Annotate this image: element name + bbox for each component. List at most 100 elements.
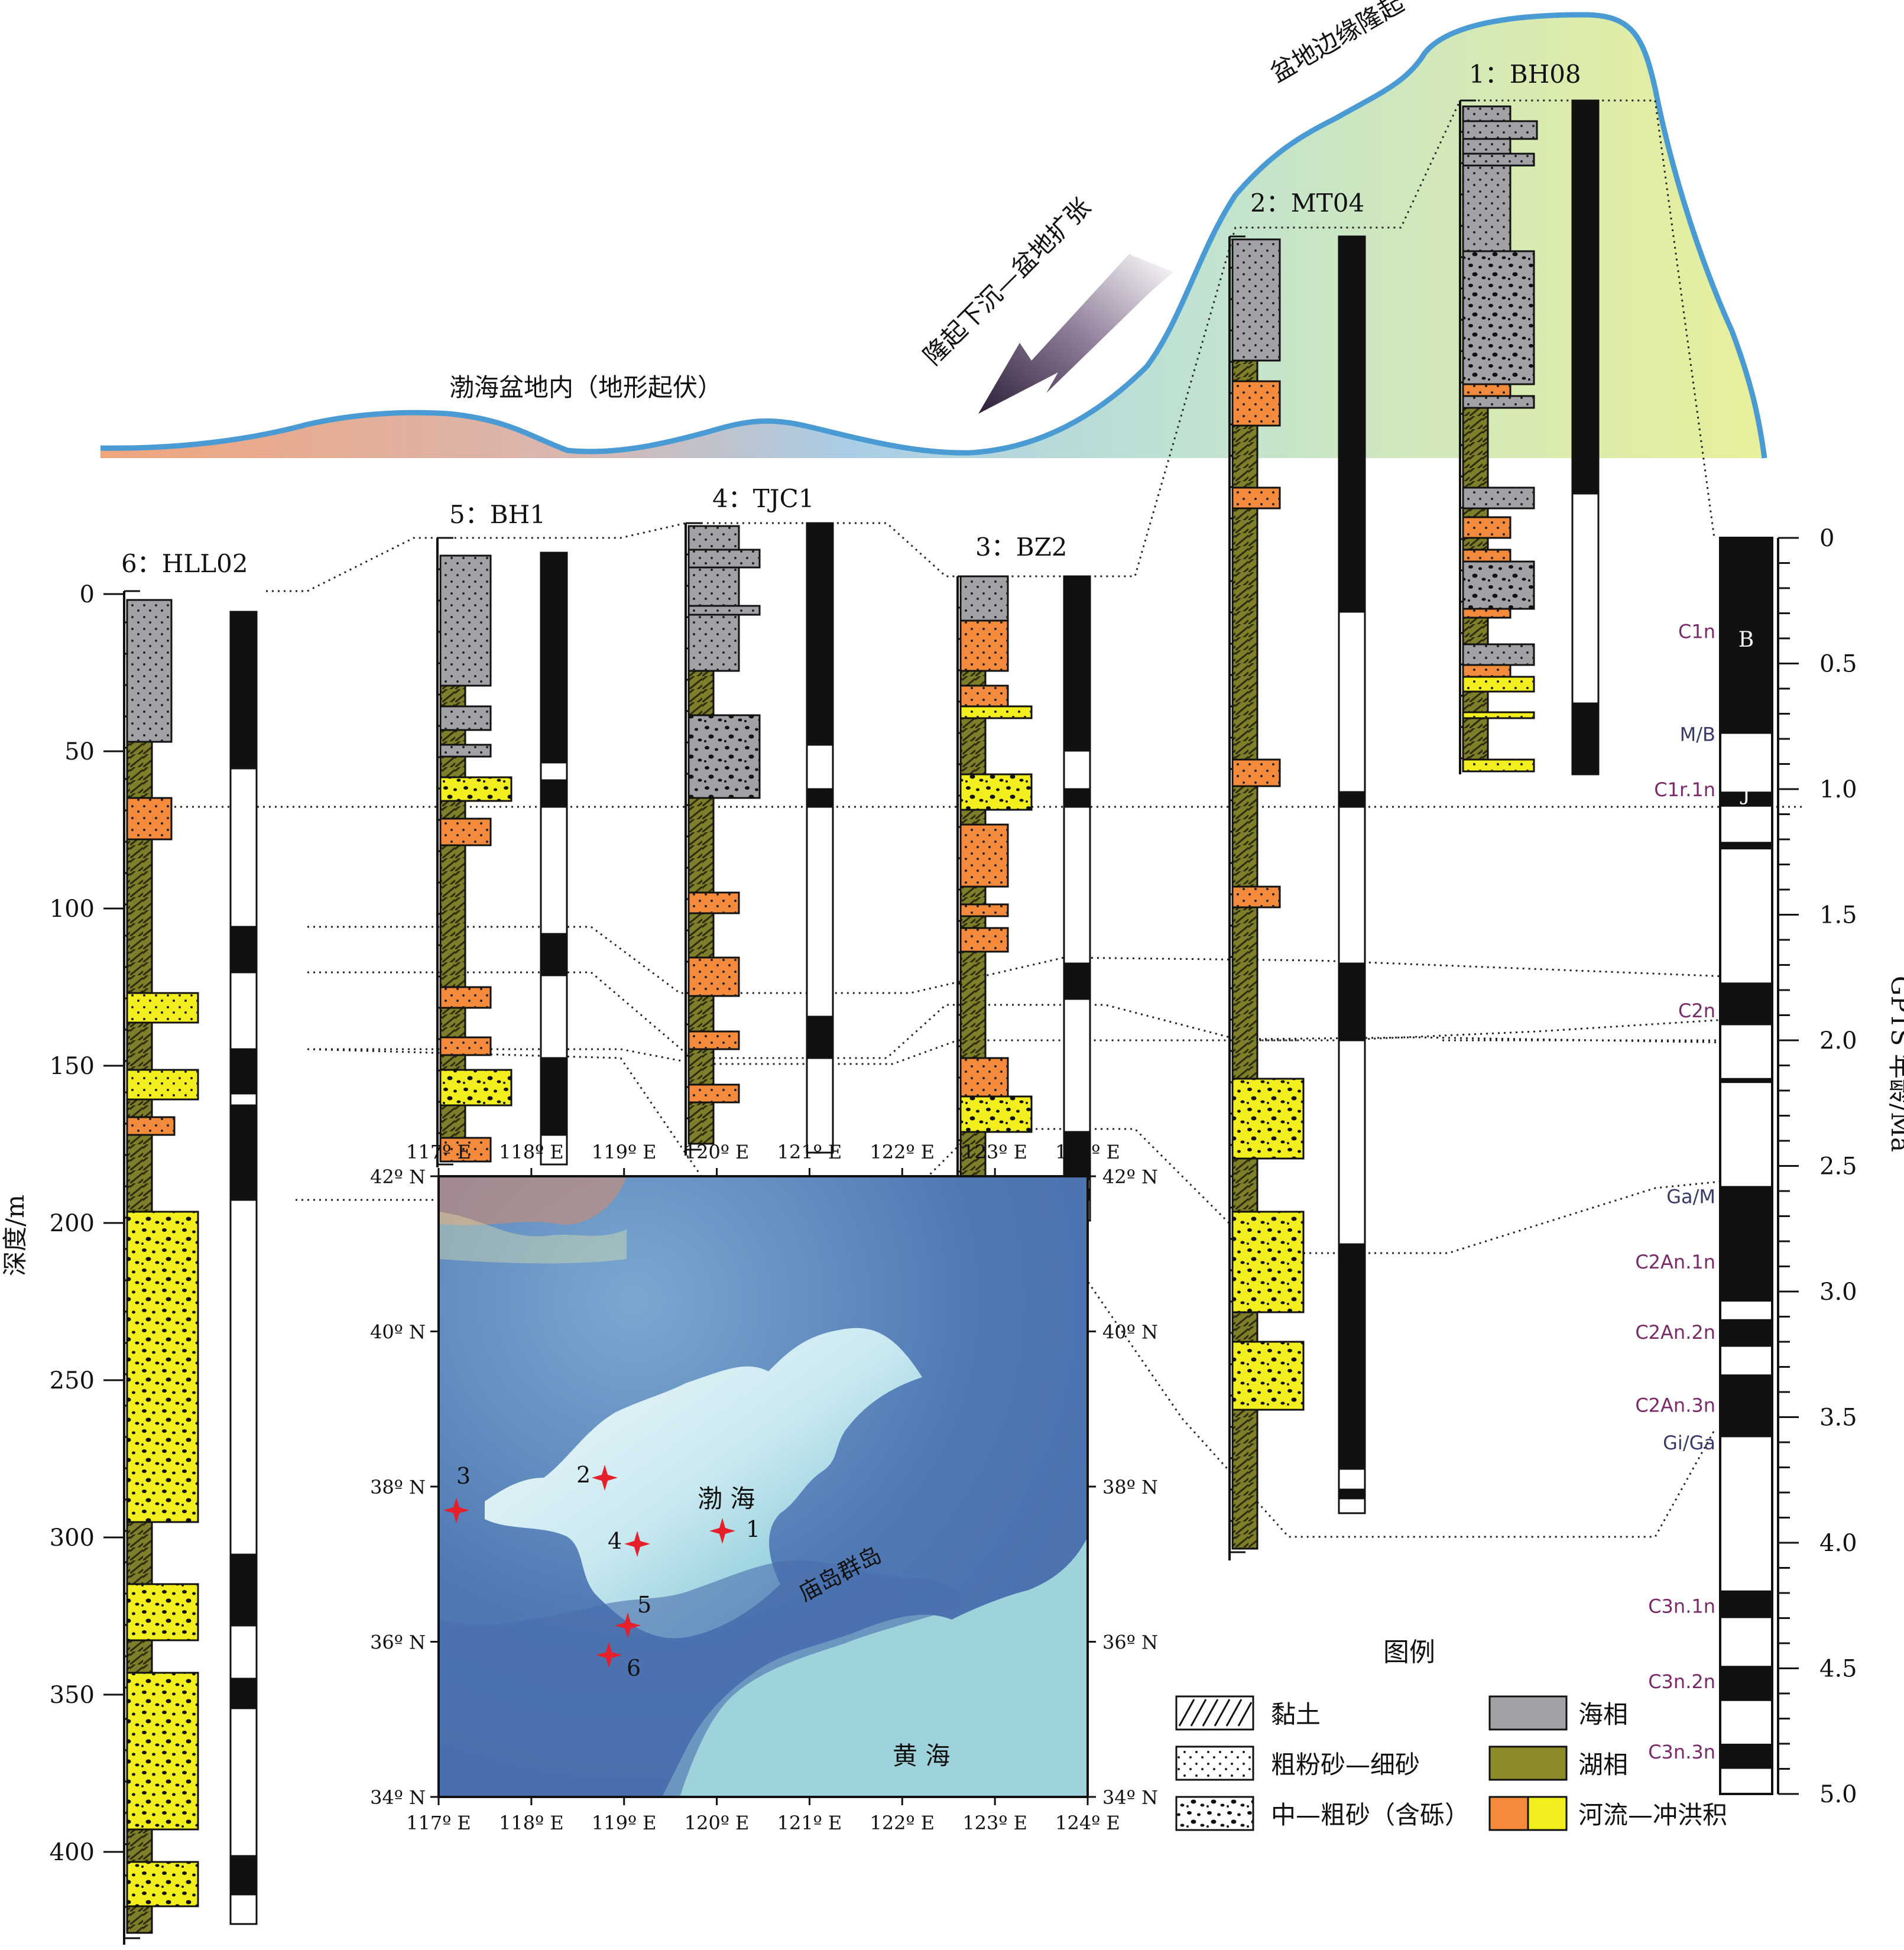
depth-tick-label: 250 — [50, 1367, 95, 1394]
bed-pattern — [1463, 488, 1534, 508]
well-label-4: 4：TJC1 — [712, 484, 814, 513]
legend-label-fluvial: 河流—冲洪积 — [1578, 1800, 1727, 1829]
mountain-highlight-2 — [439, 1212, 627, 1264]
polarity-column — [229, 611, 258, 1925]
map-lon-label-top: 120º E — [685, 1141, 750, 1163]
bed-pattern — [961, 1096, 1032, 1132]
gpts-tick-label: 3.0 — [1819, 1279, 1857, 1306]
topography-line — [100, 12, 1767, 459]
site-star-icon — [592, 1465, 618, 1491]
bed-pattern — [1463, 665, 1510, 677]
normal-polarity — [806, 522, 834, 746]
normal-polarity — [540, 933, 568, 976]
bed-pattern — [440, 1138, 491, 1161]
bed-pattern — [127, 798, 171, 839]
polarity-column — [1338, 235, 1366, 1514]
shandong-coast-shade — [439, 1560, 961, 1797]
site-label: 1 — [746, 1516, 760, 1542]
depth-tick-label: 300 — [50, 1524, 95, 1552]
chron-label: Ga/M — [1666, 1186, 1715, 1208]
bed-pattern — [961, 706, 1032, 718]
legend-swatch-fluvial-orange — [1488, 1796, 1529, 1831]
depth-tick-label: 0 — [80, 581, 95, 608]
bed-pattern — [1232, 381, 1280, 426]
map-lon-label-top: 124º E — [1055, 1141, 1120, 1163]
bed-pattern — [1463, 562, 1534, 609]
polarity-column — [1571, 99, 1600, 776]
map-lon-label-top: 117º E — [406, 1141, 471, 1163]
bed-pattern — [440, 706, 491, 730]
map-lon-label-bottom: 120º E — [685, 1812, 750, 1834]
map-lat-label-left: 34º N — [370, 1786, 426, 1809]
normal-polarity — [540, 551, 568, 764]
bed-pattern — [689, 526, 739, 550]
legend: 图例 黏土 粗粉砂—细砂 中—粗砂（含砾） 海相 湖相 河流—冲洪积 — [1175, 1637, 1727, 1831]
chron-label: C2n — [1678, 1000, 1715, 1022]
bed-pattern — [1463, 251, 1534, 384]
site-star-icon — [596, 1642, 622, 1668]
reversed-polarity — [1338, 611, 1366, 793]
well-label-6: 6：HLL02 — [121, 549, 248, 578]
basin-label: 渤海盆地内（地形起伏） — [449, 373, 722, 402]
reversed-polarity — [1063, 806, 1091, 965]
well-label-5: 5：BH1 — [449, 500, 546, 529]
bed-pattern — [440, 745, 491, 757]
reversed-polarity — [229, 1199, 258, 1556]
corr-line-5 — [307, 1048, 1774, 1254]
well-log-6 — [123, 590, 258, 1945]
gpts-tick-label: 2.0 — [1819, 1027, 1857, 1055]
reversed-polarity — [1063, 998, 1091, 1133]
reversed-polarity — [1063, 749, 1091, 790]
gpts-axis-title: GPTS 年龄/Ma — [1886, 976, 1904, 1152]
site-label: 4 — [608, 1528, 622, 1554]
bed-pattern — [127, 1584, 198, 1640]
map-lon-label-bottom: 123º E — [962, 1812, 1027, 1834]
gpts-normal-chron — [1720, 1186, 1772, 1302]
bed-pattern — [127, 1212, 198, 1522]
reversed-polarity — [229, 1893, 258, 1925]
gpts-column: GPTS 年龄/Ma 00.51.01.52.02.53.03.54.04.55… — [1635, 525, 1904, 1808]
bed-pattern — [689, 567, 739, 606]
bed-pattern — [127, 600, 171, 742]
gpts-frame — [1719, 537, 1773, 1795]
chron-label: C3n.3n — [1648, 1741, 1715, 1763]
legend-label-coarse-sand: 中—粗砂（含砾） — [1271, 1800, 1470, 1829]
gpts-normal-chron — [1720, 842, 1772, 849]
yellow-sea — [662, 1537, 1088, 1797]
normal-polarity — [1063, 962, 1091, 1000]
map-lat-label-left: 38º N — [370, 1476, 426, 1498]
corr-gpts-top — [1654, 100, 1715, 538]
polarity-column — [540, 551, 568, 1166]
bed-pattern — [1463, 154, 1534, 166]
legend-swatch-lacustrine — [1488, 1745, 1568, 1781]
bed-pattern — [1232, 239, 1280, 361]
normal-polarity — [229, 611, 258, 770]
map-lon-label-top: 119º E — [592, 1141, 657, 1163]
bohai-sea — [485, 1328, 922, 1638]
map-lon-label-top: 122º E — [870, 1141, 935, 1163]
bed-pattern — [440, 1037, 491, 1055]
bed-pattern — [127, 1117, 174, 1135]
chron-label: C3n.2n — [1648, 1670, 1715, 1693]
well-log-1 — [1459, 99, 1600, 776]
bed-pattern — [1463, 106, 1510, 121]
normal-polarity — [229, 1553, 258, 1627]
bed-pattern — [961, 621, 1008, 671]
event-letter: O — [1737, 1000, 1755, 1024]
map-lon-label-bottom: 121º E — [777, 1812, 842, 1834]
bed-pattern — [689, 893, 739, 913]
corr-line-4 — [307, 1039, 1300, 1065]
gpts-tick-label: 2.5 — [1819, 1153, 1857, 1180]
site-star-icon — [615, 1612, 641, 1638]
bed-pattern — [1463, 712, 1534, 718]
legend-swatch-fine-sand — [1175, 1745, 1254, 1781]
chron-label: C2An.2n — [1635, 1321, 1715, 1344]
reversed-polarity — [229, 1624, 258, 1680]
corr-line-7 — [1253, 1036, 1774, 1044]
normal-polarity — [1338, 791, 1366, 808]
normal-polarity — [1571, 99, 1600, 495]
map-lat-label-right: 36º N — [1102, 1631, 1158, 1654]
gpts-normal-chron — [1720, 1744, 1772, 1769]
legend-title: 图例 — [1383, 1637, 1435, 1667]
